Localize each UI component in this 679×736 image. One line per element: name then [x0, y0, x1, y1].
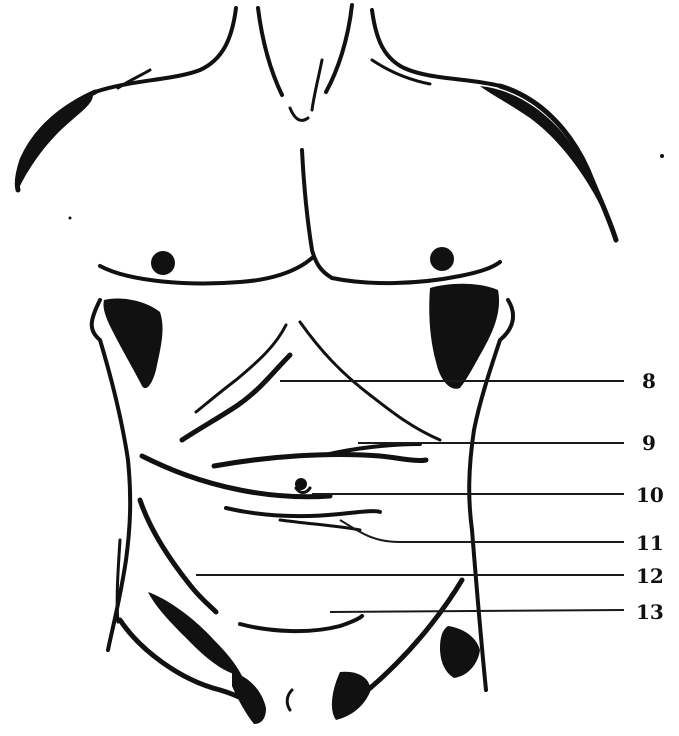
label-8: 8 [642, 369, 656, 393]
left-shoulder-shading [18, 92, 93, 190]
label-9: 9 [642, 431, 656, 455]
neck-left-line [258, 8, 282, 95]
leader-line-11 [340, 520, 624, 542]
leader-line-13 [330, 610, 624, 612]
transverse-line-1 [214, 454, 426, 466]
left-trapezius-line [95, 8, 236, 92]
left-serratus-shading [103, 299, 162, 389]
label-13: 13 [636, 600, 664, 624]
lower-belly-line [240, 616, 362, 631]
scan-speck-2 [69, 217, 72, 220]
right-nipple [430, 247, 454, 271]
label-11: 11 [636, 531, 664, 555]
left-costal-upper [196, 325, 286, 412]
label-12: 12 [636, 564, 664, 588]
right-trapezius-line [372, 10, 500, 86]
neck-center-line [290, 108, 308, 120]
inner-thigh-line [117, 540, 120, 622]
neck-center-line-2 [312, 60, 322, 110]
right-hip-shading [440, 626, 480, 678]
scan-speck-1 [660, 154, 664, 158]
left-shoulder-inner-line [118, 70, 150, 88]
right-groin-shading [332, 672, 370, 720]
sternum-line [302, 150, 332, 278]
label-10: 10 [636, 483, 664, 507]
lower-abdominal-line-1 [226, 508, 380, 516]
right-pectoral-line [332, 262, 500, 283]
neck-right-line [326, 5, 352, 92]
left-nipple [151, 251, 175, 275]
left-costal-margin [182, 355, 290, 440]
left-pectoral-line [100, 258, 312, 283]
pubic-mark [287, 690, 292, 710]
